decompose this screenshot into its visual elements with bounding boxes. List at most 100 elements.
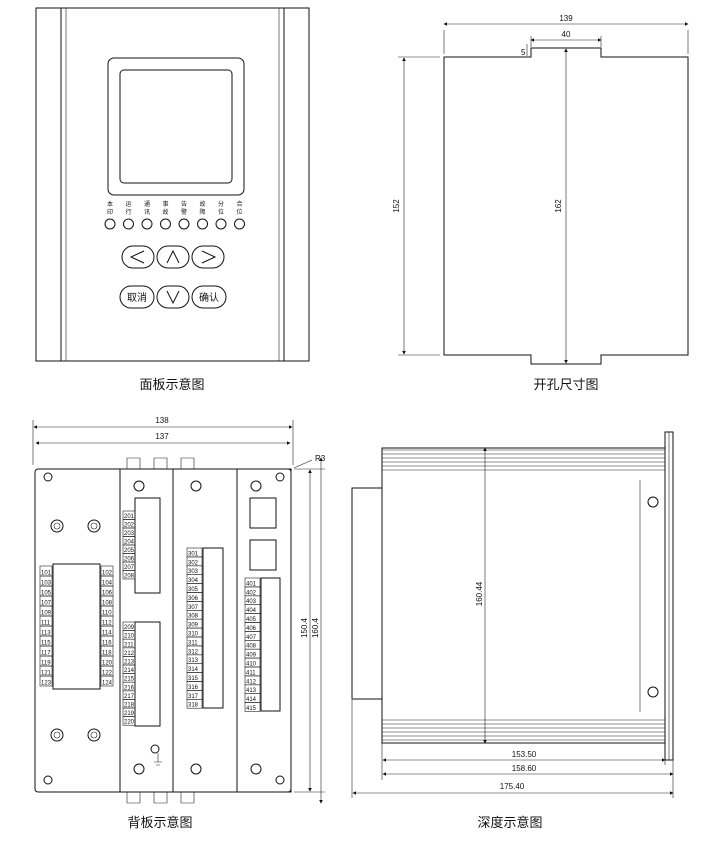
terminal-label: 102 [102,571,113,577]
led-label: 分 [218,200,224,208]
terminal-label: 309 [188,623,199,629]
dim-back-height-outer: 160.4 [311,617,320,638]
terminal-label: 210 [124,634,135,640]
terminal-label: 113 [41,631,51,637]
led-indicator-icon [141,218,153,230]
terminal-label: 201 [124,514,135,520]
nav-left-button[interactable] [121,245,155,269]
confirm-button[interactable]: 确认 [191,285,227,309]
front-caption: 面板示意图 [139,377,204,393]
led-label: 告 [181,200,187,208]
terminal-label: 406 [246,626,257,632]
terminal-label: 108 [102,601,113,607]
terminal-label: 215 [124,677,135,683]
led-label: 故 [199,200,205,208]
depth-view: 160.44 153.50 158.60 175.40 深度示意图 [351,431,674,831]
cancel-button[interactable]: 取消 [119,285,155,309]
led-label: 障 [199,208,205,216]
dim-back-inner-width: 137 [155,432,169,441]
dim-cutout-total-height: 162 [554,199,563,213]
terminal-label: 111 [41,621,51,627]
terminal-label: 123 [41,681,52,687]
led-indicator-icon [104,218,116,230]
led-indicator-icon [160,218,171,230]
terminal-label: 405 [246,617,257,623]
terminal-label: 212 [124,651,135,657]
terminal-col4: 4014024034044054064074084094104114124134… [244,577,261,712]
terminal-label: 308 [188,614,199,620]
back-panel-view: 138 137 R3 10110310510710911111311511711… [32,416,326,831]
terminal-label: 304 [188,578,199,584]
terminal-label: 411 [246,670,256,676]
terminal-label: 115 [41,641,51,647]
nav-up-button[interactable] [156,245,190,269]
terminal-label: 415 [246,706,257,712]
led-label: 行 [125,208,131,216]
terminal-cell [244,702,261,712]
terminal-label: 311 [188,640,198,646]
terminal-label: 208 [124,574,135,580]
terminal-label: 205 [124,548,135,554]
led-label: 事 [162,200,168,208]
terminal-label: 204 [124,540,135,546]
led-label: 合 [236,200,242,208]
terminal-label: 314 [188,667,199,673]
terminal-label: 110 [102,611,112,617]
nav-down-button[interactable] [156,285,190,309]
terminal-label: 109 [41,611,52,617]
lcd-screen [119,69,233,184]
terminal-label: 112 [102,621,112,627]
nav-right-button[interactable] [191,245,225,269]
terminal-label: 101 [41,571,52,577]
terminal-label: 122 [102,671,113,677]
terminal-label: 116 [102,641,112,647]
led-label: 位 [218,208,224,216]
terminal-label: 214 [124,668,135,674]
terminal-label: 220 [124,720,135,726]
cutout-view: 139 40 5 152 162 开孔尺寸图 [392,14,689,393]
terminal-label: 318 [188,703,199,709]
terminal-label: 312 [188,649,199,655]
terminal-label: 413 [246,688,257,694]
led-indicator-icon [123,218,134,230]
terminal-label: 209 [124,625,135,631]
terminal-label: 310 [188,632,199,638]
terminal-label: 306 [188,596,199,602]
terminal-label: 121 [41,671,52,677]
led-label: 运 [125,200,131,208]
terminal-label: 403 [246,599,257,605]
terminal-label: 301 [188,551,199,557]
terminal-label: 219 [124,711,135,717]
terminal-label: 412 [246,679,257,685]
terminal-label: 408 [246,644,257,650]
terminal-label: 117 [41,651,51,657]
terminal-label: 302 [188,560,199,566]
dim-cutout-height: 152 [392,199,401,213]
terminal-label: 211 [124,642,134,648]
terminal-cell [39,675,53,687]
terminal-label: 414 [246,697,257,703]
terminal-label: 218 [124,703,135,709]
terminal-label: 216 [124,685,135,691]
terminal-label: 119 [41,661,51,667]
terminal-label: 203 [124,531,135,537]
terminal-label: 104 [102,581,113,587]
terminal-label: 409 [246,653,257,659]
led-label: 通 [144,200,150,208]
led-label: 故 [162,208,168,216]
terminal-label: 303 [188,569,199,575]
terminal-label: 103 [41,581,52,587]
cutout-caption: 开孔尺寸图 [533,378,598,393]
terminal-label: 315 [188,676,199,682]
dim-cutout-width: 139 [559,14,573,23]
terminal-label: 105 [41,591,52,597]
dim-depth-158: 158.60 [512,764,537,773]
led-label: 讯 [144,208,150,216]
dim-back-outer-width: 138 [155,416,169,425]
dim-notch-width: 40 [562,30,571,39]
